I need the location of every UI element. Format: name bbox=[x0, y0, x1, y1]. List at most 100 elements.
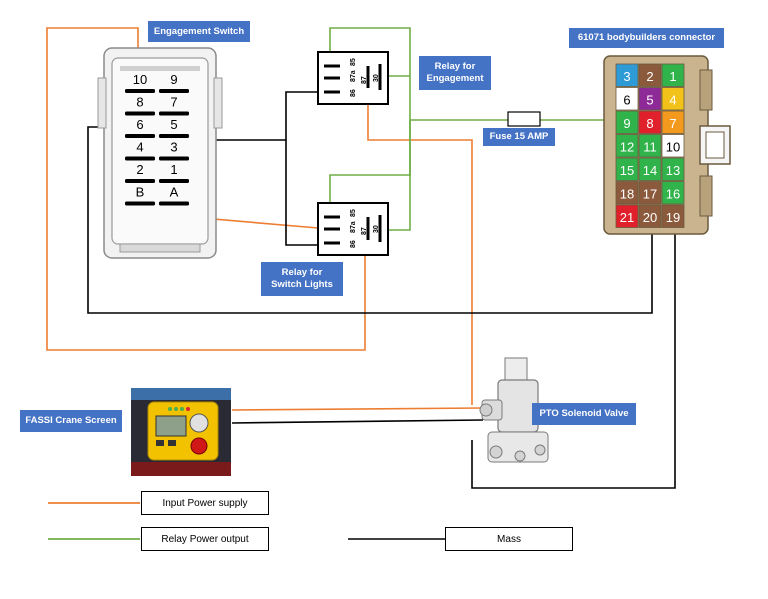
legend-relay-output: Relay Power output bbox=[141, 527, 269, 551]
switch-pin-grid: 10 9 8 7 6 5 4 3 2 1B A bbox=[125, 72, 189, 206]
relay-engagement-pin-86: 86 bbox=[350, 89, 357, 97]
switch-pin-right-2: 7 bbox=[170, 95, 177, 110]
switch-contact-left-3 bbox=[125, 134, 155, 138]
relay-switch-lights[interactable]: 86 87a 85 87 30 bbox=[317, 202, 389, 256]
wire-mass-valve-to-connector bbox=[471, 225, 676, 489]
wire-relay-87-to-valve bbox=[367, 88, 473, 405]
switch-pin-right-3: 5 bbox=[170, 117, 177, 132]
connector-pin-cell-5 bbox=[638, 87, 662, 111]
label-pto-valve: PTO Solenoid Valve bbox=[532, 403, 636, 425]
connector-pin-cell-3 bbox=[615, 63, 639, 87]
switch-contact-left-2 bbox=[125, 111, 155, 116]
switch-contact-right-2 bbox=[159, 111, 189, 116]
connector-pin-5: 5 bbox=[646, 92, 653, 107]
connector-pin-cell-17 bbox=[638, 181, 662, 205]
connector-pin-9: 9 bbox=[623, 116, 630, 131]
connector-pin-cell-6 bbox=[615, 87, 639, 111]
wire-relay-output-top bbox=[329, 27, 411, 213]
relay-engagement-pin-85: 85 bbox=[350, 58, 357, 66]
connector-pin-18: 18 bbox=[620, 186, 634, 201]
wire-mass-screen-to-valve bbox=[231, 419, 484, 424]
connector-pin-4: 4 bbox=[669, 92, 676, 107]
connector-pin-20: 20 bbox=[643, 210, 657, 225]
connector-pin-11: 11 bbox=[643, 139, 657, 154]
switch-pin-left-5: 2 bbox=[136, 162, 143, 177]
relay-lights-pin-87a: 87a bbox=[350, 221, 357, 233]
connector-pin-cell-12 bbox=[615, 134, 639, 158]
switch-pin-left-3: 6 bbox=[136, 117, 143, 132]
switch-pin-left-6: B bbox=[136, 185, 145, 200]
legend-input-power: Input Power supply bbox=[141, 491, 269, 515]
switch-pin-left-1: 10 bbox=[133, 72, 147, 87]
connector-pin-15: 15 bbox=[620, 163, 634, 178]
connector-pin-cell-11 bbox=[638, 134, 662, 158]
connector-pin-6: 6 bbox=[623, 92, 630, 107]
relay-engagement-pin-30: 30 bbox=[373, 74, 380, 82]
wire-mass-relay-bus bbox=[285, 91, 318, 246]
connector-pin-cell-10 bbox=[661, 134, 685, 158]
connector-pin-13: 13 bbox=[666, 163, 680, 178]
connector-pin-2: 2 bbox=[646, 69, 653, 84]
connector-pin-cell-13 bbox=[661, 157, 685, 181]
relay-lights-pin-85: 85 bbox=[350, 209, 357, 217]
connector-pin-16: 16 bbox=[666, 186, 680, 201]
pto-solenoid-valve[interactable] bbox=[479, 357, 549, 463]
switch-pin-right-1: 9 bbox=[170, 72, 177, 87]
relay-engagement-pin-87a: 87a bbox=[350, 70, 357, 82]
switch-contact-right-6 bbox=[159, 201, 189, 206]
connector-pin-17: 17 bbox=[643, 186, 657, 201]
switch-pin-right-6: A bbox=[170, 185, 179, 200]
connector-pin-cell-8 bbox=[638, 110, 662, 134]
connector-pin-14: 14 bbox=[643, 163, 657, 178]
switch-contact-right-5 bbox=[159, 179, 189, 183]
fassi-crane-screen-image bbox=[131, 388, 231, 476]
switch-contact-right-1 bbox=[159, 89, 189, 93]
engagement-switch[interactable]: 10 9 8 7 6 5 4 3 2 1B A bbox=[97, 47, 223, 259]
connector-pin-21: 21 bbox=[620, 210, 634, 225]
connector-pin-10: 10 bbox=[666, 139, 680, 154]
relay-lights-pin-87: 87 bbox=[361, 227, 368, 235]
connector-pin-cell-2 bbox=[638, 63, 662, 87]
connector-pin-cell-15 bbox=[615, 157, 639, 181]
switch-contact-left-6 bbox=[125, 201, 155, 206]
label-relay-switch-lights: Relay for Switch Lights bbox=[261, 262, 343, 296]
connector-pin-cell-19 bbox=[661, 204, 685, 228]
connector-pin-cell-21 bbox=[615, 204, 639, 228]
connector-pin-cell-9 bbox=[615, 110, 639, 134]
relay-lights-pin-30: 30 bbox=[373, 225, 380, 233]
switch-pin-left-4: 4 bbox=[136, 140, 143, 155]
connector-pin-19: 19 bbox=[666, 210, 680, 225]
label-crane-screen: FASSI Crane Screen bbox=[20, 410, 122, 432]
relay-engagement[interactable]: 86 87a 85 87 30 bbox=[317, 51, 389, 105]
fuse-15-amp[interactable] bbox=[507, 111, 541, 127]
switch-pin-left-2: 8 bbox=[136, 95, 143, 110]
switch-pin-right-5: 1 bbox=[170, 162, 177, 177]
wire-input-power-loop bbox=[46, 27, 366, 351]
connector-pin-1: 1 bbox=[669, 69, 676, 84]
connector-pin-cell-18 bbox=[615, 181, 639, 205]
connector-pin-cell-7 bbox=[661, 110, 685, 134]
wire-screen-to-valve bbox=[231, 407, 484, 411]
label-fuse: Fuse 15 AMP bbox=[483, 128, 555, 146]
connector-pin-3: 3 bbox=[623, 69, 630, 84]
connector-pin-7: 7 bbox=[669, 116, 676, 131]
label-engagement-switch: Engagement Switch bbox=[148, 21, 250, 42]
legend-mass: Mass bbox=[445, 527, 573, 551]
switch-contact-left-5 bbox=[125, 179, 155, 183]
switch-contact-right-4 bbox=[159, 156, 189, 161]
connector-pin-8: 8 bbox=[646, 116, 653, 131]
connector-pin-12: 12 bbox=[620, 139, 634, 154]
relay-engagement-pin-87: 87 bbox=[361, 76, 368, 84]
switch-contact-left-1 bbox=[125, 89, 155, 93]
connector-pin-cell-20 bbox=[638, 204, 662, 228]
connector-pin-cell-14 bbox=[638, 157, 662, 181]
relay-lights-pin-86: 86 bbox=[350, 240, 357, 248]
switch-contact-right-3 bbox=[159, 134, 189, 138]
switch-contact-left-4 bbox=[125, 156, 155, 161]
connector-pin-cell-16 bbox=[661, 181, 685, 205]
label-connector: 61071 bodybuilders connector bbox=[569, 28, 724, 48]
switch-pin-right-4: 3 bbox=[170, 140, 177, 155]
